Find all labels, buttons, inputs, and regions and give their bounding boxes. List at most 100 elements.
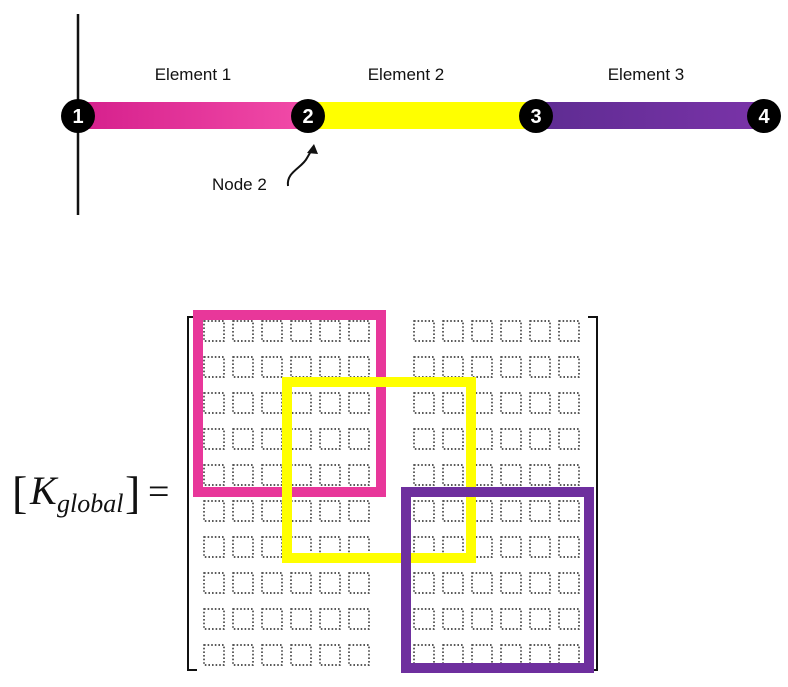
matrix-cell <box>319 536 341 558</box>
matrix-cell <box>348 464 370 486</box>
matrix-cell <box>348 356 370 378</box>
matrix-cell <box>413 608 435 630</box>
equation-open-bracket: [ <box>12 467 27 518</box>
matrix-cell <box>319 464 341 486</box>
matrix-cell <box>290 464 312 486</box>
matrix-cell <box>261 644 283 666</box>
matrix-cell <box>471 608 493 630</box>
matrix-cell <box>319 392 341 414</box>
matrix-cell <box>413 572 435 594</box>
matrix-cell <box>500 356 522 378</box>
matrix-cell <box>558 572 580 594</box>
node-2-label: 2 <box>302 106 313 128</box>
element-2-overlay <box>282 377 476 563</box>
matrix-cell <box>529 428 551 450</box>
matrix-cell <box>413 356 435 378</box>
matrix-cell <box>529 644 551 666</box>
matrix-cell <box>319 356 341 378</box>
matrix-cell <box>319 500 341 522</box>
matrix-cell <box>442 536 464 558</box>
matrix-cell <box>529 356 551 378</box>
matrix-cell <box>261 536 283 558</box>
matrix-cell <box>232 572 254 594</box>
matrix-cell <box>348 392 370 414</box>
matrix-cell <box>500 320 522 342</box>
matrix-cell <box>290 392 312 414</box>
matrix-cell <box>471 320 493 342</box>
matrix-cell <box>261 572 283 594</box>
matrix-cell <box>319 644 341 666</box>
element-2-bar <box>308 102 536 129</box>
element-2-label: Element 2 <box>368 65 445 84</box>
matrix-cell <box>203 464 225 486</box>
matrix-cell <box>471 356 493 378</box>
matrix-cell <box>500 428 522 450</box>
matrix-cell <box>558 536 580 558</box>
matrix-cell <box>319 572 341 594</box>
matrix-cell <box>290 320 312 342</box>
matrix-cell <box>203 536 225 558</box>
matrix-cell <box>232 392 254 414</box>
matrix-cell <box>529 392 551 414</box>
matrix-cell <box>558 392 580 414</box>
element-3-bar <box>536 102 764 129</box>
matrix-cell <box>348 536 370 558</box>
matrix-cell <box>442 320 464 342</box>
matrix-cell <box>558 464 580 486</box>
node-2-callout-label: Node 2 <box>212 175 267 194</box>
matrix-cell <box>261 356 283 378</box>
node-4-label: 4 <box>758 106 770 128</box>
matrix-cell <box>558 356 580 378</box>
node-1-label: 1 <box>72 106 83 128</box>
matrix-cell <box>348 428 370 450</box>
element-3-label: Element 3 <box>608 65 685 84</box>
matrix-cell <box>261 428 283 450</box>
matrix-cell <box>529 536 551 558</box>
element-3-overlay <box>401 487 594 673</box>
matrix-cell <box>203 356 225 378</box>
matrix-cell <box>413 428 435 450</box>
matrix-cell <box>500 536 522 558</box>
matrix-cell <box>442 644 464 666</box>
callout-arrowhead <box>307 144 318 154</box>
matrix-cell <box>413 536 435 558</box>
equation-symbol-k: K <box>29 468 59 513</box>
matrix-cell <box>261 464 283 486</box>
matrix-cell <box>442 392 464 414</box>
matrix-cell <box>529 320 551 342</box>
matrix-cell <box>500 464 522 486</box>
equation-close-bracket: ] <box>125 467 140 518</box>
matrix-cell <box>529 464 551 486</box>
matrix-cell <box>290 356 312 378</box>
matrix-cell <box>232 644 254 666</box>
matrix-cell <box>442 500 464 522</box>
matrix-cell <box>319 428 341 450</box>
matrix-cell <box>203 572 225 594</box>
matrix-cell <box>319 320 341 342</box>
matrix-cell <box>442 356 464 378</box>
matrix-cell <box>203 644 225 666</box>
matrix-cell <box>413 392 435 414</box>
matrix-cell <box>232 464 254 486</box>
matrix-cell <box>348 644 370 666</box>
matrix-cell <box>203 392 225 414</box>
matrix-cell <box>442 572 464 594</box>
matrix-cell <box>203 320 225 342</box>
matrix-cell <box>500 500 522 522</box>
matrix-cell <box>290 644 312 666</box>
equation-equals: = <box>148 471 169 513</box>
matrix-cell <box>261 320 283 342</box>
matrix-cell <box>290 608 312 630</box>
node-3: 3 <box>519 99 553 133</box>
matrix-cell <box>500 392 522 414</box>
matrix-cell <box>348 572 370 594</box>
matrix-cell <box>232 428 254 450</box>
matrix-cell <box>558 500 580 522</box>
matrix-cell <box>203 500 225 522</box>
matrix-cell <box>413 644 435 666</box>
matrix-cell <box>558 428 580 450</box>
matrix-cell <box>203 428 225 450</box>
matrix-cell <box>558 320 580 342</box>
matrix-cell <box>232 500 254 522</box>
